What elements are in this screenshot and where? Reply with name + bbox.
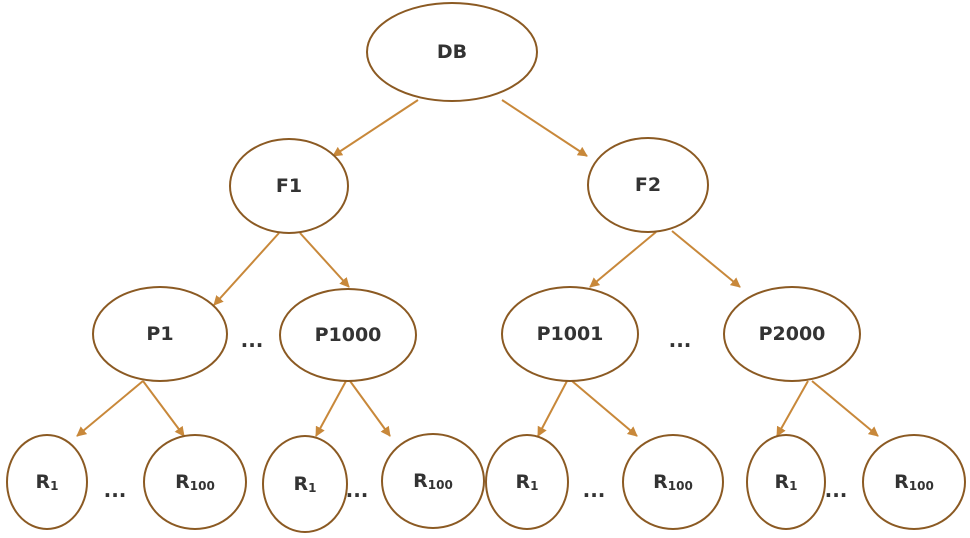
edge-f2-p1001 xyxy=(589,231,657,288)
node-p1000-label: P1000 xyxy=(315,324,382,346)
node-r-b100-label: R100 xyxy=(413,470,453,492)
node-r-a100: R100 xyxy=(143,434,247,530)
node-f1: F1 xyxy=(229,138,349,234)
ellipsis-p-right: ... xyxy=(669,328,692,352)
node-p1000: P1000 xyxy=(279,288,417,382)
ellipsis-r-c: ... xyxy=(583,478,606,502)
edge-f2-p2000 xyxy=(671,230,741,288)
ellipsis-r-b: ... xyxy=(346,478,369,502)
ellipsis-r-d: ... xyxy=(825,478,848,502)
node-r-c1-label: R1 xyxy=(516,471,539,493)
node-r-a1-label: R1 xyxy=(36,471,59,493)
node-f1-label: F1 xyxy=(276,175,302,197)
node-p1001: P1001 xyxy=(501,286,639,382)
node-f2: F2 xyxy=(587,137,709,233)
edge-f1-p1000 xyxy=(299,232,350,288)
node-r-b1: R1 xyxy=(262,435,348,533)
node-r-c100-label: R100 xyxy=(653,471,693,493)
node-r-a1: R1 xyxy=(6,434,88,530)
node-r-d1-label: R1 xyxy=(775,471,798,493)
node-p2000-label: P2000 xyxy=(759,323,826,345)
node-r-b100: R100 xyxy=(381,433,485,529)
node-f2-label: F2 xyxy=(635,174,661,196)
node-p1: P1 xyxy=(92,286,228,382)
edge-p1000-r100 xyxy=(349,380,391,437)
edge-p1-r100 xyxy=(142,380,185,437)
node-r-c1: R1 xyxy=(485,434,569,530)
edge-p1-r1 xyxy=(76,380,144,437)
node-p2000: P2000 xyxy=(723,286,861,382)
edge-db-f2 xyxy=(501,99,588,157)
edge-p1000-r1 xyxy=(315,380,347,437)
edge-p1001-r100 xyxy=(571,380,638,437)
node-p1001-label: P1001 xyxy=(537,323,604,345)
edge-p2000-r1 xyxy=(776,380,809,437)
node-r-d1: R1 xyxy=(746,434,826,530)
node-db: DB xyxy=(366,2,538,102)
ellipsis-r-a: ... xyxy=(104,478,127,502)
node-r-d100: R100 xyxy=(862,434,966,530)
edges xyxy=(76,99,879,437)
node-r-a100-label: R100 xyxy=(175,471,215,493)
node-db-label: DB xyxy=(437,41,467,63)
node-r-b1-label: R1 xyxy=(294,473,317,495)
ellipsis-p-left: ... xyxy=(241,328,264,352)
edge-p1001-r1 xyxy=(537,380,568,437)
node-p1-label: P1 xyxy=(146,323,173,345)
node-r-d100-label: R100 xyxy=(894,471,934,493)
edge-db-f1 xyxy=(332,99,419,157)
node-r-c100: R100 xyxy=(622,434,724,530)
edge-p2000-r100 xyxy=(811,380,879,437)
edge-f1-p1 xyxy=(213,232,280,306)
